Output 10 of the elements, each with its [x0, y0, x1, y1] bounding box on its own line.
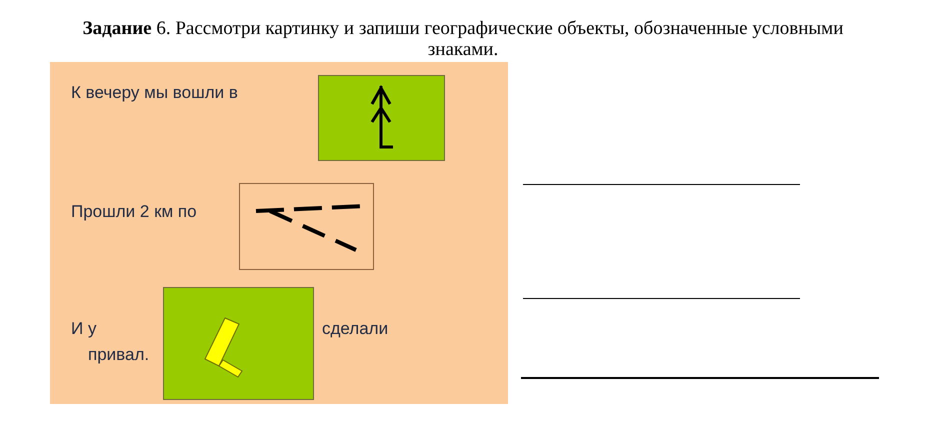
- forest-symbol-card: [318, 75, 445, 161]
- sentence-fragment: К вечеру мы вошли в: [71, 82, 238, 104]
- clearing-symbol-card: [163, 287, 314, 400]
- picture-panel: [50, 62, 508, 404]
- task-heading: Задание 6. Рассмотри картинку и запиши географические объекты, обозначенные условными знаками.: [82, 18, 844, 60]
- sentence-fragment: И у: [71, 318, 96, 340]
- sentence-fragment: Прошли 2 км по: [71, 201, 197, 223]
- sentence-fragment: сделали: [322, 318, 388, 340]
- road-symbol-card: [239, 183, 374, 270]
- sentence-fragment: привал.: [88, 344, 150, 366]
